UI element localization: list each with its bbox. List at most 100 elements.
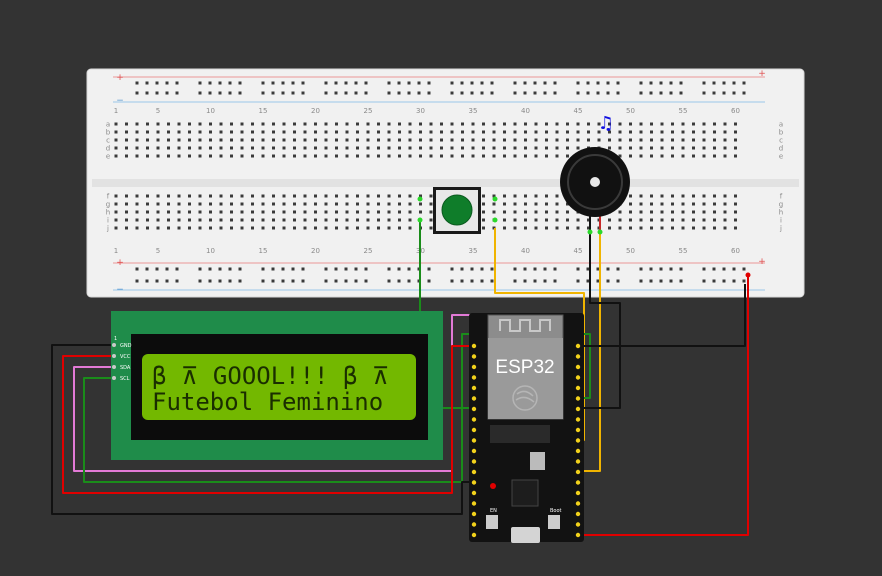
breadboard-hole[interactable] [429,130,433,134]
esp32-pin[interactable] [575,364,581,370]
esp32-board[interactable]: ESP32 EN Boot [469,313,584,543]
rail-hole[interactable] [135,279,139,283]
breadboard-hole[interactable] [692,194,695,198]
breadboard-hole[interactable] [629,210,632,214]
breadboard-hole[interactable] [429,154,433,158]
breadboard-hole[interactable] [293,154,296,158]
rail-hole[interactable] [145,279,149,283]
rail-hole[interactable] [427,267,431,271]
esp32-pin[interactable] [471,396,477,401]
rail-hole[interactable] [490,81,494,85]
rail-hole[interactable] [291,279,295,283]
rail-hole[interactable] [553,267,557,271]
breadboard-hole[interactable] [429,202,433,206]
breadboard-hole[interactable] [639,138,643,142]
breadboard-hole[interactable] [587,138,590,142]
esp32-pin[interactable] [471,385,477,391]
breadboard-hole[interactable] [566,210,569,214]
breadboard-hole[interactable] [671,226,674,230]
breadboard-hole[interactable] [639,210,643,214]
breadboard-hole[interactable] [219,210,223,214]
rail-hole[interactable] [301,91,305,95]
breadboard-hole[interactable] [345,210,349,214]
breadboard-hole[interactable] [524,218,527,222]
breadboard-hole[interactable] [650,226,653,230]
breadboard-hole[interactable] [671,146,674,150]
breadboard-hole[interactable] [398,122,401,126]
rail-hole[interactable] [679,267,683,271]
rail-hole[interactable] [291,91,295,95]
esp32-pin[interactable] [471,417,477,422]
rail-hole[interactable] [324,279,328,283]
esp32-pin[interactable] [575,427,581,433]
breadboard-hole[interactable] [387,202,391,206]
breadboard-hole[interactable] [156,202,160,206]
rail-hole[interactable] [702,91,706,95]
breadboard-hole[interactable] [702,138,706,142]
rail-hole[interactable] [397,267,401,271]
breadboard-hole[interactable] [209,226,212,230]
esp32-pin[interactable] [471,448,477,454]
breadboard-hole[interactable] [188,146,191,150]
rail-hole[interactable] [301,267,305,271]
breadboard-hole[interactable] [618,210,622,214]
esp32-pin[interactable] [575,343,581,349]
rail-hole[interactable] [198,91,202,95]
rail-hole[interactable] [208,267,212,271]
breadboard-hole[interactable] [471,154,475,158]
rail-hole[interactable] [702,81,706,85]
breadboard-hole[interactable] [692,218,695,222]
breadboard-hole[interactable] [303,146,307,150]
breadboard-hole[interactable] [198,146,202,150]
breadboard-hole[interactable] [335,122,338,126]
breadboard-hole[interactable] [345,202,349,206]
breadboard-hole[interactable] [471,122,475,126]
breadboard-hole[interactable] [377,202,380,206]
wire-yellow-buzzer[interactable] [578,232,601,472]
breadboard-hole[interactable] [639,130,643,134]
breadboard-hole[interactable] [135,130,139,134]
breadboard-hole[interactable] [608,218,611,222]
esp32-pin[interactable] [575,522,581,527]
breadboard-hole[interactable] [209,210,212,214]
breadboard-hole[interactable] [566,226,569,230]
breadboard-hole[interactable] [177,210,181,214]
breadboard-hole[interactable] [660,226,664,230]
breadboard-hole[interactable] [240,210,244,214]
breadboard-hole[interactable] [723,122,727,126]
breadboard-hole[interactable] [671,138,674,142]
breadboard-hole[interactable] [377,194,380,198]
esp32-pin[interactable] [575,375,581,380]
breadboard-hole[interactable] [692,122,695,126]
rail-hole[interactable] [344,91,348,95]
breadboard-hole[interactable] [135,210,139,214]
breadboard-hole[interactable] [314,154,317,158]
rail-hole[interactable] [616,267,620,271]
esp32-pin[interactable] [471,354,477,359]
rail-hole[interactable] [175,91,179,95]
breadboard-hole[interactable] [293,122,296,126]
rail-hole[interactable] [553,279,557,283]
breadboard-hole[interactable] [125,218,128,222]
rail-hole[interactable] [669,267,673,271]
breadboard-hole[interactable] [650,194,653,198]
breadboard-hole[interactable] [639,218,643,222]
breadboard-hole[interactable] [146,138,149,142]
breadboard-hole[interactable] [723,202,727,206]
breadboard-hole[interactable] [125,146,128,150]
breadboard-hole[interactable] [261,154,265,158]
rail-hole[interactable] [364,279,368,283]
rail-hole[interactable] [261,279,265,283]
rail-hole[interactable] [271,279,275,283]
breadboard-hole[interactable] [629,130,632,134]
rail-hole[interactable] [639,91,643,95]
rail-hole[interactable] [208,279,212,283]
breadboard-hole[interactable] [461,154,464,158]
breadboard-hole[interactable] [230,138,233,142]
breadboard-hole[interactable] [629,146,632,150]
breadboard-hole[interactable] [366,202,370,206]
breadboard-hole[interactable] [566,218,569,222]
breadboard-hole[interactable] [198,154,202,158]
breadboard-hole[interactable] [681,210,685,214]
breadboard-hole[interactable] [545,122,548,126]
